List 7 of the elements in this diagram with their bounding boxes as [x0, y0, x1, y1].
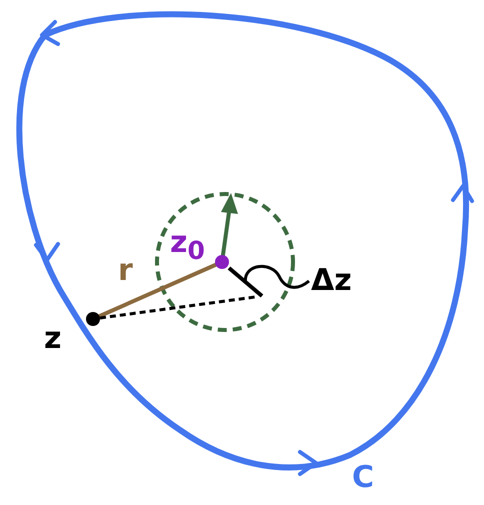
radius-label: r	[118, 256, 133, 286]
delta-label: Δz	[311, 266, 352, 296]
point-label: z$_{0}$	[170, 228, 205, 263]
point-label: z	[44, 324, 62, 354]
leader-line	[244, 264, 310, 289]
curve-label: C	[352, 463, 374, 493]
line-segment	[228, 266, 264, 298]
